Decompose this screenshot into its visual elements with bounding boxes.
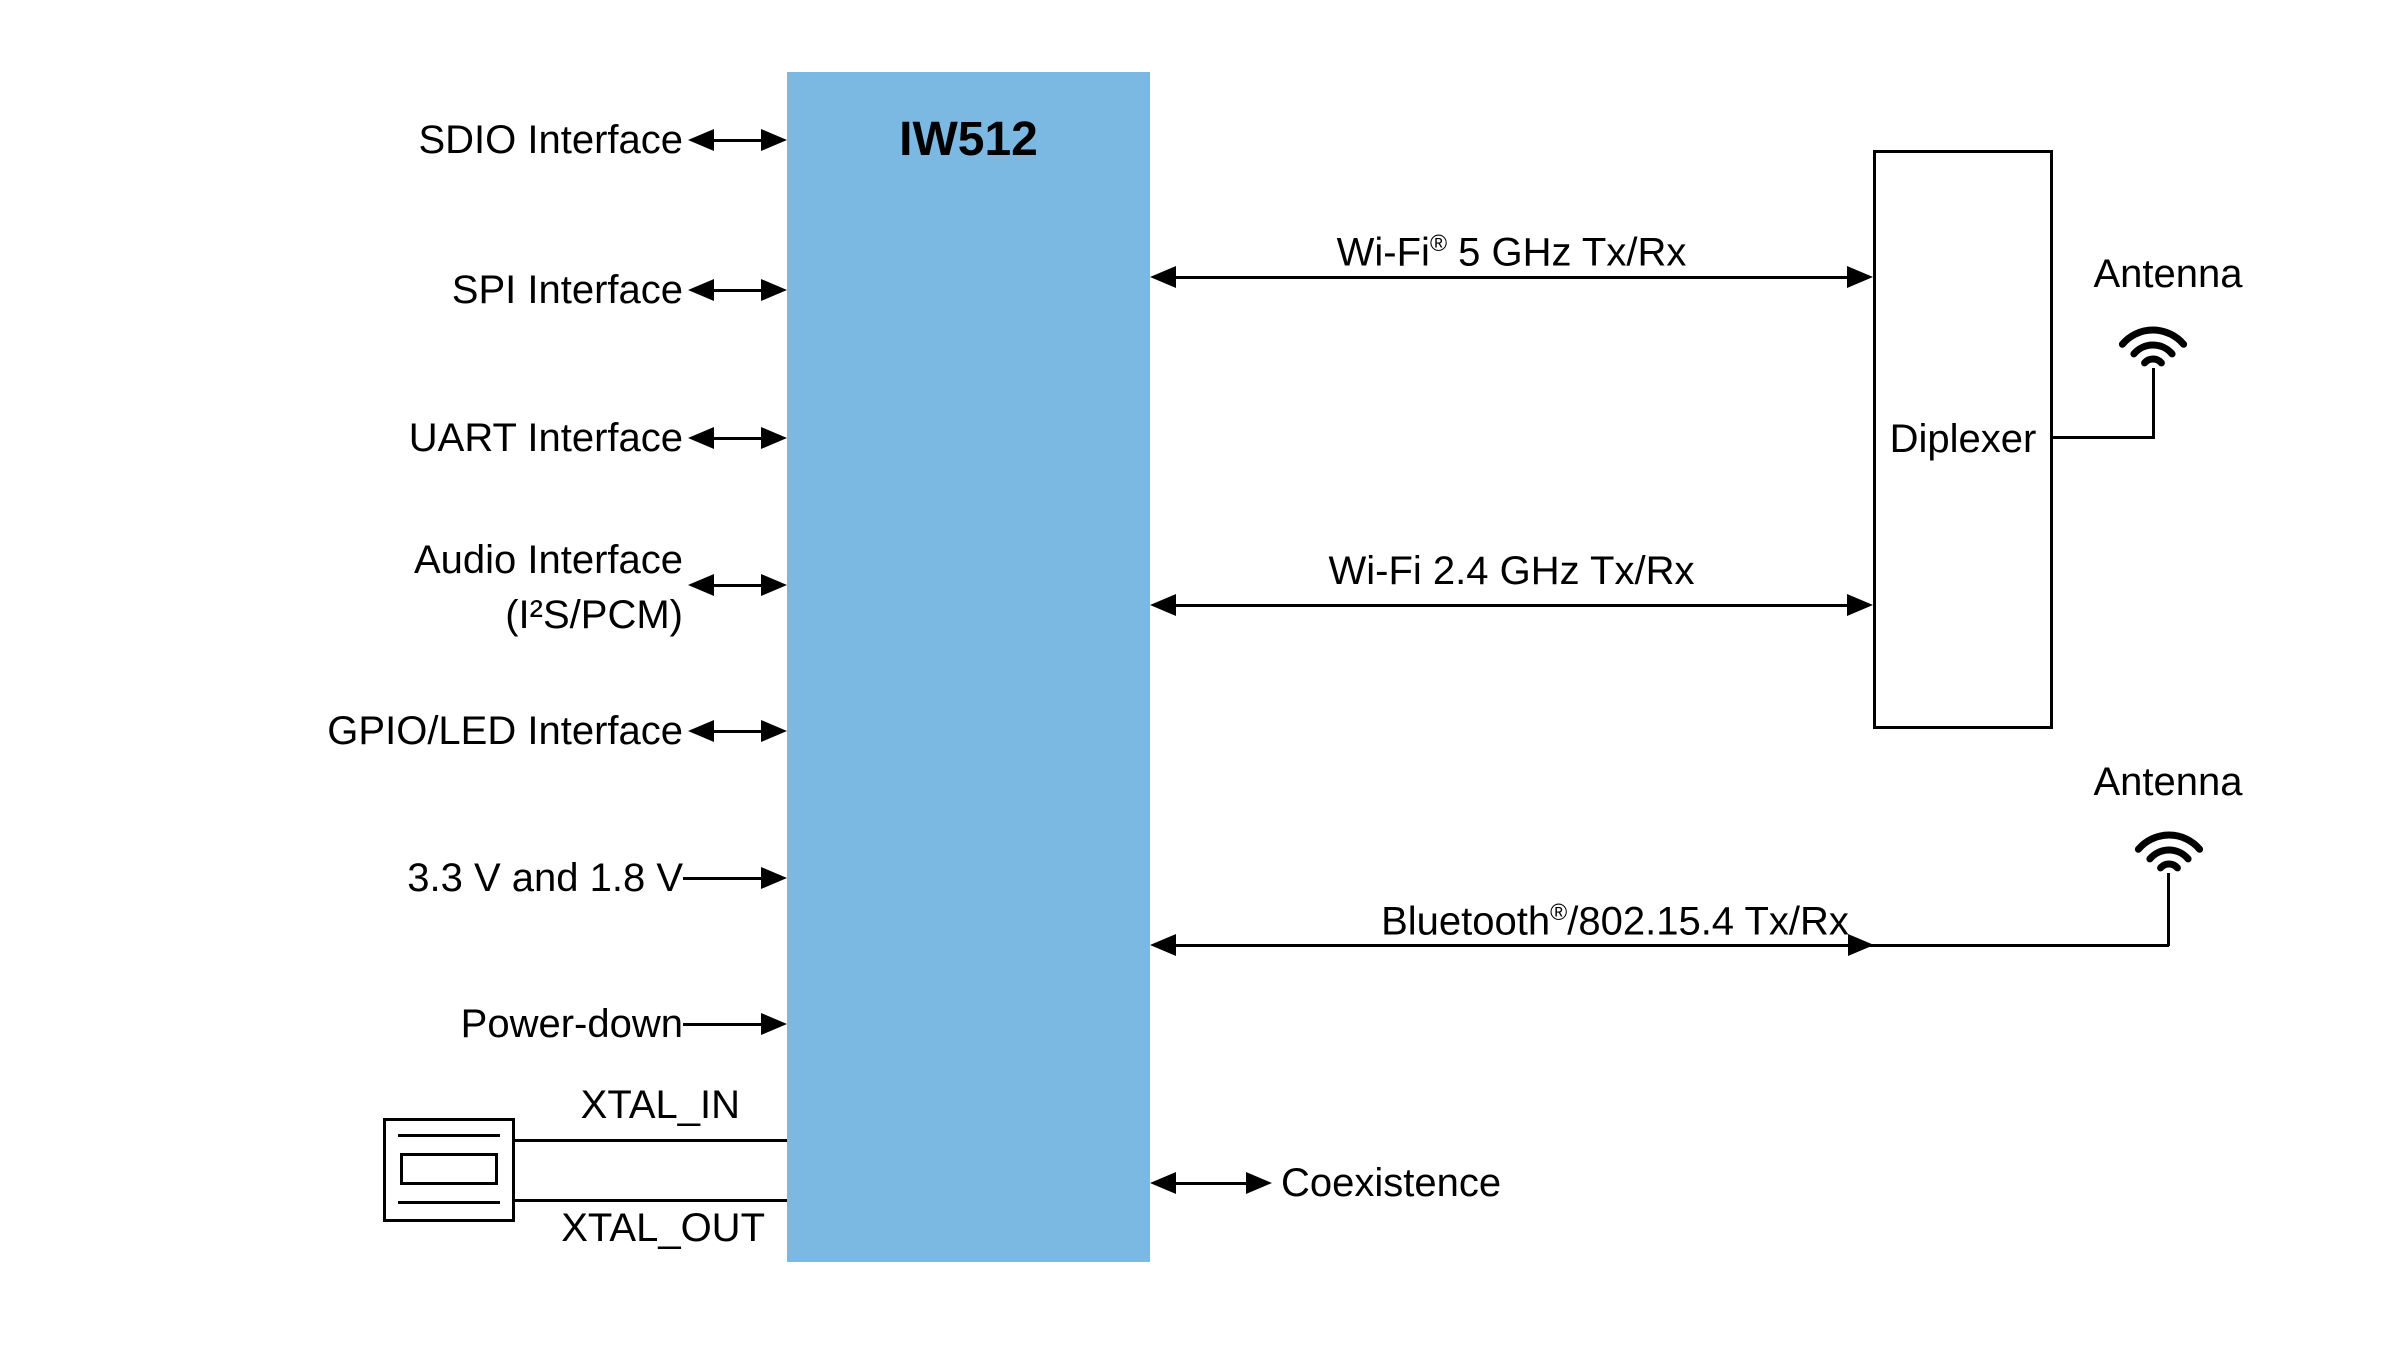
coexistence-bidirectional-arrow (1150, 1172, 1272, 1194)
label-wifi-5ghz-text2: 5 GHz Tx/Rx (1447, 230, 1687, 275)
arrowhead-right-icon (761, 129, 787, 151)
arrow-line (708, 583, 767, 587)
registered-mark: ® (1550, 899, 1568, 925)
label-audio-interface-line2: (I²S/PCM) (505, 593, 683, 637)
arrowhead-left-icon (688, 279, 714, 301)
crystal-plate-top (398, 1134, 500, 1137)
label-xtal-out: XTAL_OUT (561, 1206, 765, 1250)
label-audio-interface: Audio Interface (I²S/PCM) (63, 533, 683, 643)
wifi-5ghz-bidirectional-arrow (1150, 266, 1873, 288)
label-spi-interface: SPI Interface (451, 268, 683, 312)
registered-mark: ® (1429, 230, 1448, 256)
arrow-line (708, 436, 767, 440)
arrow-line (708, 288, 767, 292)
label-bluetooth-text2: /802.15.4 Tx/Rx (1567, 899, 1849, 944)
antenna-icon (2134, 831, 2204, 872)
arrow-line (1170, 603, 1853, 607)
arrowhead-left-icon (1150, 266, 1176, 288)
label-coexistence: Coexistence (1281, 1161, 1502, 1205)
arrowhead-right-icon (761, 574, 787, 596)
arrowhead-right-icon (761, 720, 787, 742)
label-wifi-5ghz: Wi-Fi® 5 GHz Tx/Rx (1150, 219, 1873, 276)
bluetooth-bidirectional-arrow (1150, 934, 2169, 956)
spi-bidirectional-arrow (688, 279, 787, 301)
antenna-top-vertical-wire (2152, 368, 2155, 438)
label-uart-interface: UART Interface (408, 416, 683, 460)
antenna-bottom-vertical-wire (2167, 873, 2170, 946)
arrowhead-left-icon (688, 427, 714, 449)
label-sdio-interface: SDIO Interface (418, 118, 683, 162)
arrow-line (1170, 943, 2169, 947)
xtal-in-wire (512, 1138, 787, 1142)
arrowhead-right-icon (761, 867, 787, 889)
arrowhead-right-icon (1246, 1172, 1272, 1194)
label-antenna-bottom: Antenna (2093, 760, 2243, 804)
crystal-plate-bottom (398, 1201, 500, 1204)
label-power-down: Power-down (460, 1002, 683, 1046)
wifi-24ghz-bidirectional-arrow (1150, 594, 1873, 616)
sdio-bidirectional-arrow (688, 129, 787, 151)
uart-bidirectional-arrow (688, 427, 787, 449)
arrowhead-left-icon (688, 129, 714, 151)
arrowhead-left-icon (688, 574, 714, 596)
label-wifi-24ghz: Wi-Fi 2.4 GHz Tx/Rx (1328, 549, 1695, 593)
label-xtal-in: XTAL_IN (580, 1083, 740, 1127)
audio-bidirectional-arrow (688, 574, 787, 596)
arrow-line (1170, 1181, 1252, 1185)
arrowhead-right-icon (1847, 266, 1873, 288)
label-antenna-top: Antenna (2093, 252, 2243, 296)
diplexer-label: Diplexer (1889, 417, 2037, 461)
label-gpio-led-interface: GPIO/LED Interface (327, 709, 683, 753)
arrowhead-left-icon (688, 720, 714, 742)
crystal-element (400, 1153, 498, 1185)
label-bluetooth-802154: Bluetooth®/802.15.4 Tx/Rx (1150, 888, 2080, 945)
arrow-line (708, 138, 767, 142)
arrowhead-left-icon (1150, 1172, 1176, 1194)
antenna-icon (2118, 326, 2188, 367)
label-wifi-5ghz-text: Wi-Fi (1336, 230, 1430, 275)
arrowhead-right-icon (1847, 594, 1873, 616)
chip-title: IW512 (899, 113, 1038, 166)
arrowhead-right-icon (761, 279, 787, 301)
supply-input-arrow (683, 867, 787, 889)
arrowhead-right-icon (1848, 934, 1874, 956)
iw512-chip-block: IW512 (787, 72, 1150, 1262)
arrowhead-right-icon (761, 1013, 787, 1035)
arrowhead-left-icon (1150, 594, 1176, 616)
power-down-input-arrow (683, 1013, 787, 1035)
arrowhead-left-icon (1150, 934, 1176, 956)
label-audio-interface-line1: Audio Interface (413, 538, 683, 582)
diplexer-box: Diplexer (1873, 150, 2053, 729)
gpio-bidirectional-arrow (688, 720, 787, 742)
arrow-line (683, 876, 767, 880)
arrow-line (708, 729, 767, 733)
arrow-line (1170, 275, 1853, 279)
diplexer-antenna-wire (2053, 435, 2155, 439)
arrowhead-right-icon (761, 427, 787, 449)
label-supply-voltage: 3.3 V and 1.8 V (407, 856, 683, 900)
arrow-line (683, 1022, 767, 1026)
xtal-out-wire (512, 1198, 787, 1202)
label-bluetooth-text: Bluetooth (1381, 899, 1551, 944)
